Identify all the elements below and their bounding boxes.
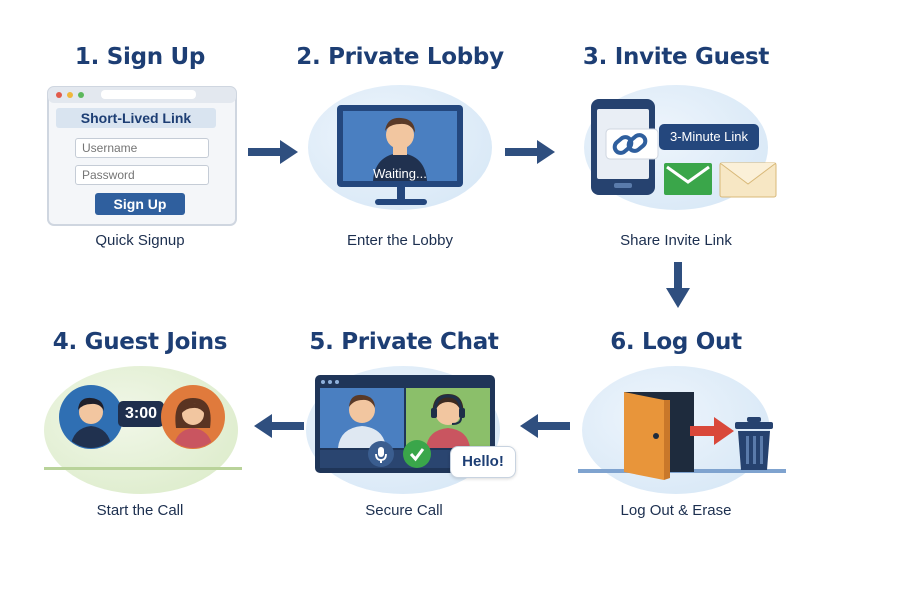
microphone-button[interactable] bbox=[368, 441, 394, 467]
window-close-dot bbox=[56, 92, 62, 98]
green-envelope-icon bbox=[664, 163, 712, 195]
arrow-left-icon bbox=[254, 414, 304, 438]
username-field[interactable] bbox=[75, 138, 209, 158]
invite-link-text: 3-Minute Link bbox=[669, 129, 749, 144]
chat-message-bubble: Hello! bbox=[450, 446, 516, 478]
caller-avatar bbox=[349, 397, 375, 423]
arrow-right-icon bbox=[690, 417, 734, 445]
step-4-caption: Start the Call bbox=[96, 502, 184, 519]
window-minimize-dot bbox=[67, 92, 73, 98]
guest-avatar bbox=[435, 399, 461, 425]
lobby-status-text: Waiting... bbox=[373, 166, 427, 181]
chat-message-text: Hello! bbox=[462, 453, 504, 470]
invite-link-bubble[interactable]: 3-Minute Link bbox=[659, 124, 759, 150]
step-6-title: 6. Log Out bbox=[610, 329, 742, 355]
step-1-title: 1. Sign Up bbox=[74, 44, 206, 70]
microphone-icon bbox=[375, 447, 387, 463]
password-field[interactable] bbox=[75, 165, 209, 185]
trash-bin-icon bbox=[735, 417, 773, 470]
step-6-caption: Log Out & Erase bbox=[620, 502, 732, 519]
call-timer: 3:00 bbox=[118, 401, 164, 427]
step-4-floor-line bbox=[44, 467, 242, 470]
window-maximize-dot bbox=[78, 92, 84, 98]
signup-form-title-bar: Short-Lived Link bbox=[56, 108, 216, 128]
lobby-monitor-icon bbox=[337, 105, 463, 205]
secure-check-button[interactable] bbox=[403, 440, 431, 468]
step-5-title: 5. Private Chat bbox=[309, 329, 499, 355]
open-door-icon bbox=[624, 392, 694, 480]
arrow-down-icon bbox=[666, 262, 690, 308]
step-1-caption: Quick Signup bbox=[95, 232, 185, 249]
call-timer-text: 3:00 bbox=[124, 405, 158, 422]
step-4-title: 4. Guest Joins bbox=[52, 329, 228, 355]
step-2-caption: Enter the Lobby bbox=[347, 232, 453, 249]
step-3-title: 3. Invite Guest bbox=[582, 44, 770, 70]
lobby-user-avatar bbox=[386, 121, 414, 149]
signup-button[interactable]: Sign Up bbox=[95, 193, 185, 215]
host-avatar bbox=[59, 385, 123, 449]
checkmark-icon bbox=[409, 448, 425, 462]
arrow-left-icon bbox=[520, 414, 570, 438]
guest-avatar bbox=[161, 385, 225, 449]
step-3-caption: Share Invite Link bbox=[620, 232, 732, 249]
link-chain-icon bbox=[605, 128, 659, 160]
step-5-caption: Secure Call bbox=[365, 502, 443, 519]
arrow-right-icon bbox=[505, 140, 555, 164]
signup-form-title: Short-Lived Link bbox=[80, 110, 192, 126]
step-2-title: 2. Private Lobby bbox=[296, 44, 504, 70]
mail-envelope-icon bbox=[719, 162, 777, 198]
arrow-right-icon bbox=[248, 140, 298, 164]
